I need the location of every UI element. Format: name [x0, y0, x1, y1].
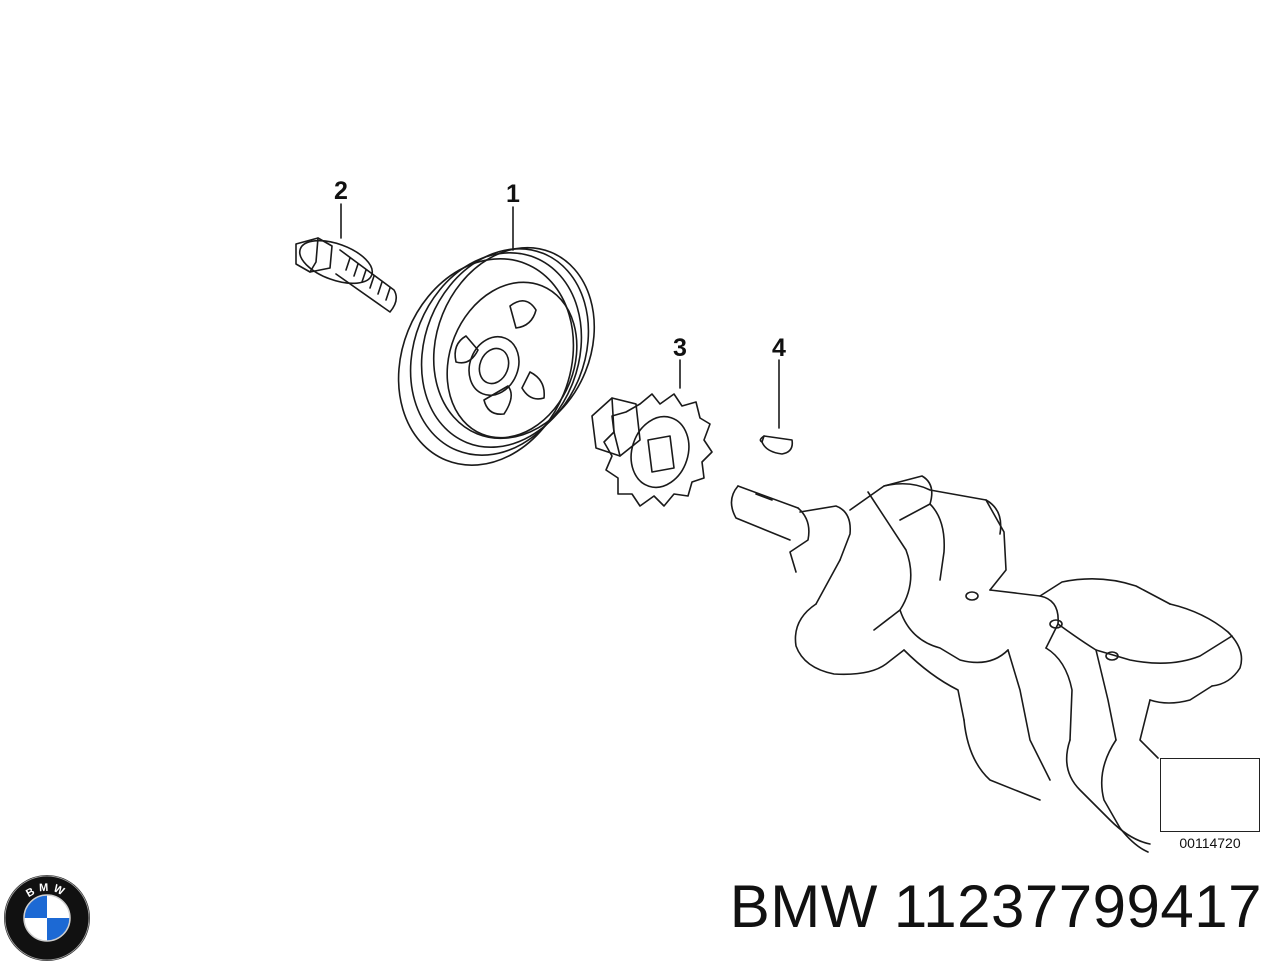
callout-2: 2	[334, 177, 348, 205]
callout-1: 1	[506, 180, 520, 208]
woodruff-key	[759, 435, 794, 455]
brand-name: BMW	[729, 873, 878, 940]
part-number: 11237799417	[893, 873, 1262, 940]
reference-code: 00114720	[1179, 835, 1241, 851]
callout-3: 3	[673, 334, 687, 362]
callout-4: 4	[772, 334, 786, 362]
crank-sprocket	[591, 393, 713, 507]
belt-pulley	[397, 246, 596, 466]
bmw-logo-icon: BMW	[4, 875, 90, 961]
crankshaft	[730, 475, 1243, 853]
reference-box	[1160, 758, 1260, 832]
flange-bolt	[295, 237, 398, 313]
